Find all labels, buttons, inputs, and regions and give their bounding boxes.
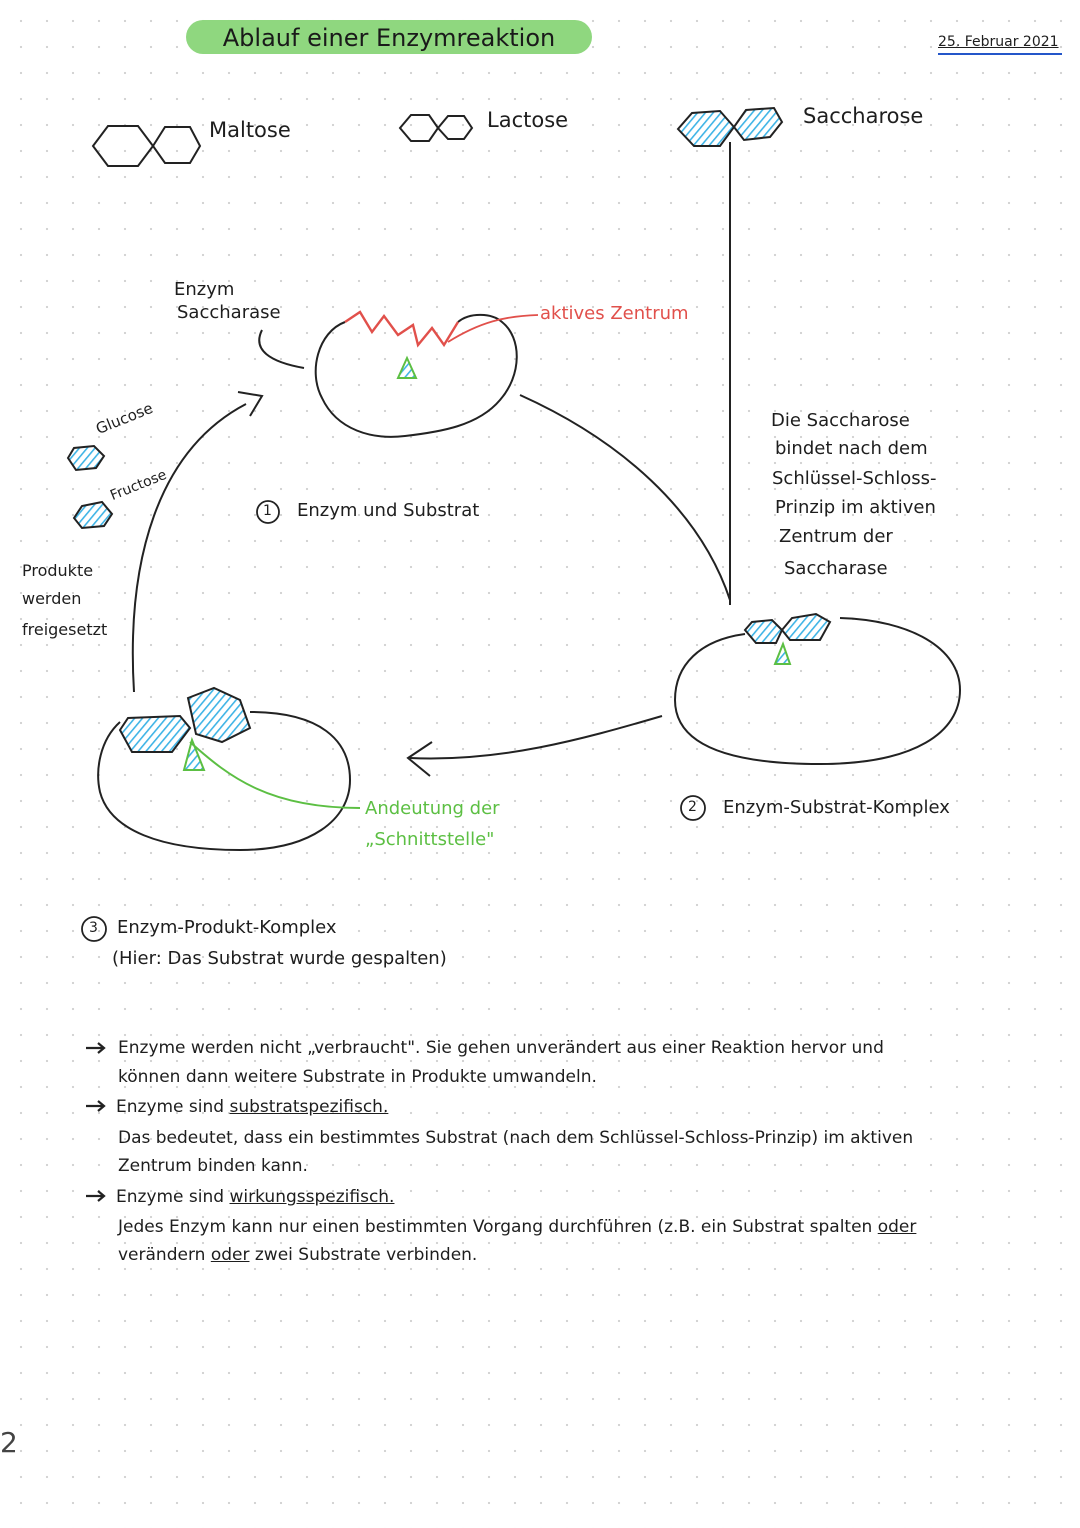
- product-cut-marker: [182, 736, 206, 771]
- date: 25. Februar 2021: [938, 34, 1059, 50]
- note1-line1: Enzyme werden nicht „verbraucht". Sie ge…: [118, 1038, 884, 1058]
- enzyme-label-pointer: [258, 329, 305, 369]
- note2-line1: Enzyme sind substratspezifisch.: [116, 1097, 389, 1117]
- active-center-outline: [344, 310, 460, 348]
- saccharose-label: Saccharose: [803, 104, 924, 128]
- free-glucose-icon: [66, 444, 106, 472]
- bullet-arrow-1: [86, 1042, 106, 1054]
- binding-note-line1: Die Saccharose: [771, 410, 910, 431]
- active-center-pointer: [447, 314, 539, 343]
- note2-line2: Das bedeutet, dass ein bestimmtes Substr…: [118, 1128, 914, 1148]
- note2-line3: Zentrum binden kann.: [118, 1156, 308, 1176]
- step3-number: 3: [89, 920, 98, 936]
- note3-line2: Jedes Enzym kann nur einen bestimmten Vo…: [118, 1217, 917, 1237]
- note1-line2: können dann weitere Substrate in Produkt…: [118, 1067, 597, 1087]
- product-fructose-icon: [186, 686, 252, 744]
- enzyme-3-shape: [97, 686, 352, 852]
- active-center-label: aktives Zentrum: [540, 303, 689, 324]
- substrate-specific-term: substratspezifisch.: [229, 1097, 389, 1117]
- saccharose-molecule-icon: [676, 106, 784, 147]
- products-released-line1: Produkte: [22, 561, 94, 580]
- note3-line3: verändern oder zwei Substrate verbinden.: [118, 1245, 478, 1265]
- maltose-label: Maltose: [209, 118, 291, 142]
- bullet-arrow-3: [86, 1190, 106, 1202]
- enzyme-1-cut-marker: [396, 355, 418, 379]
- product-glucose-icon: [118, 714, 192, 753]
- step2-number: 2: [688, 799, 697, 815]
- complex-cut-marker: [773, 641, 792, 665]
- lactose-molecule-icon: [398, 114, 474, 142]
- step1-label: Enzym und Substrat: [297, 500, 480, 521]
- products-released-line3: freigesetzt: [22, 620, 108, 639]
- complex-fructose-icon: [780, 612, 832, 641]
- arrow-step2-to-step3: [409, 715, 663, 760]
- title-highlight: Ablauf einer Enzymreaktion: [186, 20, 592, 54]
- page-title: Ablauf einer Enzymreaktion: [222, 24, 556, 52]
- binding-note-line3: Schlüssel-Schloss-: [772, 468, 937, 489]
- enzyme-1-shape: [314, 310, 518, 438]
- step3-sub: (Hier: Das Substrat wurde gespalten): [112, 948, 447, 969]
- enzyme-2-shape: [673, 612, 962, 766]
- arrow-step1-to-step2: [519, 394, 731, 601]
- binding-note-line4: Prinzip im aktiven: [775, 497, 936, 518]
- products-released-line2: werden: [22, 589, 82, 608]
- step1-circle: [256, 500, 280, 524]
- step2-circle: [680, 795, 706, 821]
- arrow-step3-to-step1: [131, 403, 247, 693]
- bullet-arrow-2: [86, 1100, 106, 1112]
- step1-number: 1: [263, 503, 272, 519]
- binding-note-line5: Zentrum der: [779, 526, 893, 547]
- binding-note-line2: bindet nach dem: [775, 438, 928, 459]
- enzyme-label-line1: Enzym: [174, 279, 235, 300]
- cut-note-line2: „Schnittstelle": [365, 829, 495, 850]
- note3-line1: Enzyme sind wirkungsspezifisch.: [116, 1187, 395, 1207]
- cut-line: [189, 741, 361, 809]
- lactose-label: Lactose: [487, 108, 569, 132]
- page-number: 2: [0, 1426, 18, 1459]
- maltose-molecule-icon: [91, 125, 202, 167]
- step3-label: Enzym-Produkt-Komplex: [117, 917, 337, 938]
- effect-specific-term: wirkungsspezifisch.: [229, 1187, 395, 1207]
- step3-circle: [81, 916, 107, 942]
- enzyme-label-line2: Saccharase: [177, 302, 281, 323]
- date-underline: [938, 53, 1062, 55]
- binding-note-line6: Saccharase: [784, 558, 888, 579]
- complex-glucose-icon: [743, 618, 784, 644]
- cut-note-line1: Andeutung der: [365, 798, 500, 819]
- free-fructose-icon: [72, 500, 114, 530]
- step2-label: Enzym-Substrat-Komplex: [723, 797, 950, 818]
